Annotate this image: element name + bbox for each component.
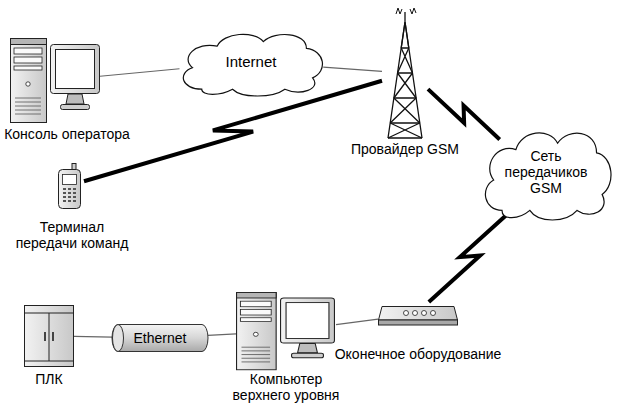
wired-link bbox=[100, 69, 179, 77]
terminal-equipment-node: Оконечное оборудование bbox=[378, 302, 458, 326]
cylinder-end bbox=[113, 325, 124, 352]
gsm-provider-node: Провайдер GSM bbox=[382, 8, 428, 138]
internet-cloud: Internet bbox=[174, 28, 328, 96]
wired-link bbox=[208, 334, 236, 336]
node-label: Сеть передачиков GSM bbox=[499, 148, 594, 196]
device-caption: Оконечное оборудование bbox=[335, 346, 502, 362]
mobile-phone-icon bbox=[59, 164, 81, 209]
device-caption: Терминал передачи команд bbox=[16, 219, 129, 251]
console-node: Консоль оператора bbox=[10, 38, 100, 123]
gsm-tower-icon bbox=[388, 8, 422, 138]
device-caption-box: Провайдер GSM bbox=[330, 141, 480, 157]
modem-icon bbox=[379, 307, 458, 326]
console-computer-icon bbox=[11, 39, 100, 123]
cloud-shape bbox=[183, 34, 322, 96]
cloud-shape bbox=[485, 133, 611, 220]
device-caption-box: Терминал передачи команд bbox=[12, 219, 132, 251]
wired-link bbox=[323, 67, 382, 71]
radio-link bbox=[428, 89, 500, 139]
device-caption: Компьютер верхнего уровня bbox=[233, 371, 340, 403]
terminal-node: Терминал передачи команд bbox=[56, 163, 84, 209]
node-label: Internet bbox=[196, 54, 306, 70]
device-caption: ПЛК bbox=[35, 371, 62, 387]
gsm-network-cloud: Сеть передачиков GSM bbox=[477, 124, 616, 220]
device-caption-box: Консоль оператора bbox=[0, 126, 142, 142]
node-content: Сеть передачиков GSM bbox=[477, 124, 616, 220]
cylinder-body bbox=[112, 325, 208, 352]
ethernet-cylinder: Ethernet bbox=[112, 324, 208, 352]
upper-level-computer-icon bbox=[237, 292, 335, 369]
device-caption-box: Оконечное оборудование bbox=[323, 346, 513, 362]
plc-node: ПЛК bbox=[24, 305, 74, 367]
device-caption: Провайдер GSM bbox=[351, 141, 459, 157]
plc-cabinet-icon bbox=[25, 306, 74, 367]
radio-link bbox=[429, 211, 511, 302]
wired-link bbox=[336, 319, 378, 324]
node-label: Ethernet bbox=[134, 330, 187, 346]
device-caption-box: Компьютер верхнего уровня bbox=[225, 371, 347, 403]
wired-link bbox=[74, 336, 112, 338]
upper-computer-node: Компьютер верхнего уровня bbox=[236, 292, 336, 370]
device-caption-box: ПЛК bbox=[19, 371, 79, 387]
node-content: Ethernet bbox=[112, 324, 208, 352]
node-content: Internet bbox=[174, 28, 328, 96]
device-caption: Консоль оператора bbox=[4, 126, 130, 142]
